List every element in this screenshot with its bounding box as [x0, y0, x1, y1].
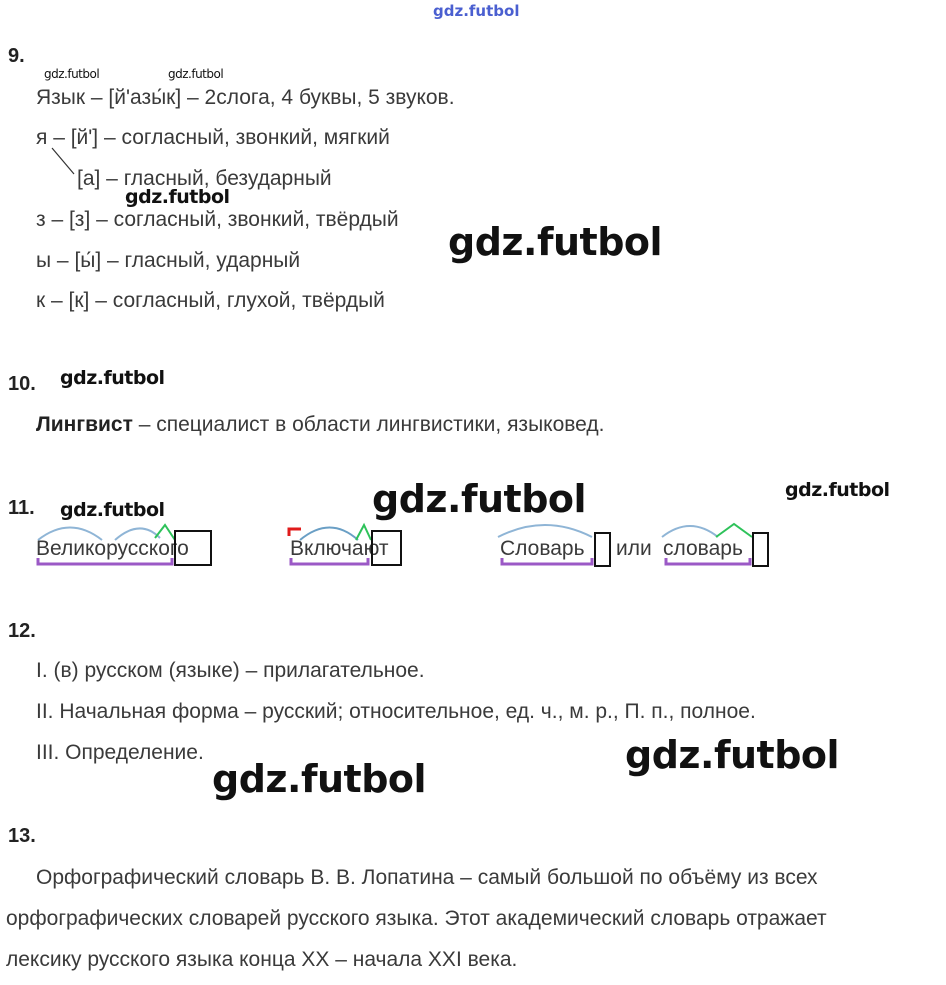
watermark: gdz.futbol	[785, 479, 890, 501]
connector-line	[51, 147, 75, 175]
watermark: gdz.futbol	[625, 733, 840, 777]
task-number: 12.	[8, 620, 36, 642]
task-number: 11.	[8, 497, 35, 519]
parsed-word: словарь	[663, 537, 743, 560]
definition-text: – специалист в области лингвистики, язык…	[132, 413, 605, 436]
stem-mark	[36, 558, 174, 566]
stem-mark	[500, 558, 594, 566]
text-line: к – [к] – согласный, глухой, твёрдый	[36, 289, 385, 312]
ending-box	[174, 530, 212, 566]
parsed-word: Словарь	[500, 537, 585, 560]
suffix-mark	[355, 522, 372, 541]
text-line: [а] – гласный, безударный	[77, 167, 332, 190]
text-line: II. Начальная форма – русский; относител…	[36, 700, 756, 723]
watermark: gdz.futbol	[212, 757, 427, 801]
prefix-mark	[287, 527, 301, 536]
watermark: gdz.futbol	[125, 186, 230, 208]
text-line: орфографических словарей русского языка.…	[6, 907, 827, 930]
text-line: я – [й'] – согласный, звонкий, мягкий	[36, 126, 390, 149]
text-line: III. Определение.	[36, 741, 204, 764]
conjunction: или	[616, 537, 652, 560]
root-arc	[661, 525, 719, 538]
root-arc	[114, 527, 161, 541]
watermark[interactable]: gdz.futbol	[433, 2, 520, 20]
definition: Лингвист – специалист в области лингвист…	[36, 413, 605, 437]
watermark: gdz.futbol	[60, 499, 165, 521]
task-number: 9.	[8, 45, 25, 67]
watermark: gdz.futbol	[44, 67, 100, 81]
watermark: gdz.futbol	[448, 220, 663, 264]
root-arc	[37, 526, 103, 541]
text-line: Орфографический словарь В. В. Лопатина –…	[36, 866, 818, 889]
suffix-mark	[154, 523, 176, 541]
text-line: Язык – [й'азы́к] – 2слога, 4 буквы, 5 зв…	[36, 86, 455, 109]
text-line: з – [з] – согласный, звонкий, твёрдый	[36, 208, 399, 231]
watermark: gdz.futbol	[60, 367, 165, 389]
watermark: gdz.futbol	[168, 67, 224, 81]
suffix-mark	[715, 522, 753, 538]
parsed-word: Великорусского	[36, 537, 189, 560]
text-line: ы – [ы́] – гласный, ударный	[36, 249, 301, 272]
text-line: I. (в) русском (языке) – прилагательное.	[36, 659, 425, 682]
parsed-word: Включают	[290, 537, 389, 560]
ending-box	[594, 532, 611, 567]
ending-box	[371, 530, 402, 566]
term: Лингвист	[36, 413, 133, 436]
root-arc	[497, 524, 593, 538]
task-number: 13.	[8, 825, 36, 847]
ending-box	[752, 532, 769, 567]
stem-mark	[289, 558, 370, 566]
task-number: 10.	[8, 373, 36, 395]
text-line: лексику русского языка конца XX – начала…	[6, 948, 518, 971]
stem-mark	[664, 558, 752, 566]
watermark: gdz.futbol	[372, 477, 587, 521]
root-arc	[299, 526, 359, 541]
